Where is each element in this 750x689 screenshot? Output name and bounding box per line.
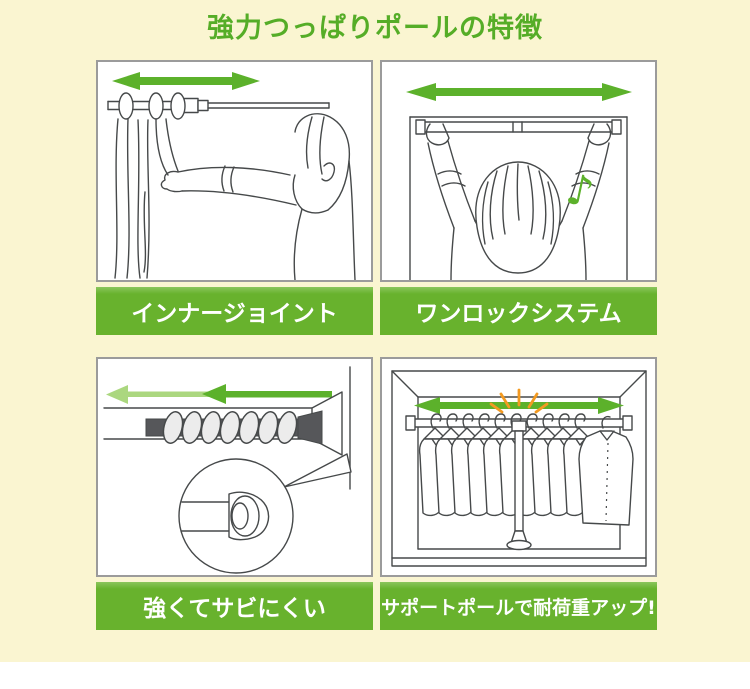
window-frame — [409, 116, 628, 280]
one-lock-illustration: ♪ — [406, 83, 632, 280]
panel-support-pole: サポートポールで耐荷重アップ! — [380, 357, 657, 630]
inner-joint-illustration — [107, 72, 356, 280]
spring-mechanism — [145, 410, 323, 445]
detail-magnifier-circle — [178, 458, 294, 574]
extension-arrow-icon — [112, 72, 260, 90]
panel-one-lock: ♪ ワンロックシステム — [380, 60, 657, 335]
support-pole-figure — [380, 357, 657, 577]
rust-proof-figure — [96, 357, 373, 577]
page-title: 強力つっぱりポールの特徴 — [207, 13, 543, 44]
compression-arrow-icon — [106, 384, 332, 404]
tension-pole — [415, 119, 622, 135]
pointer-wedge — [283, 453, 352, 488]
person-head — [292, 113, 356, 280]
feature-grid: インナージョイント — [96, 60, 657, 630]
support-pole — [506, 420, 532, 551]
inner-joint-figure — [96, 60, 373, 282]
rust-proof-illustration — [103, 366, 352, 574]
curtain-pole — [107, 97, 330, 114]
label-rust-proof: 強くてサビにくい — [96, 582, 373, 630]
hanging-shirts — [418, 413, 634, 526]
label-support-pole-text: サポートポールで耐荷重アップ! — [381, 596, 656, 619]
label-rust-proof-text: 強くてサビにくい — [143, 596, 326, 622]
support-pole-illustration — [391, 370, 647, 567]
panel-rust-proof: 強くてサビにくい — [96, 357, 373, 630]
panel-inner-joint: インナージョイント — [96, 60, 373, 335]
sparkle-icon — [489, 388, 549, 414]
label-inner-joint: インナージョイント — [96, 287, 373, 335]
label-support-pole: サポートポールで耐荷重アップ! — [380, 582, 657, 630]
person-installing — [425, 123, 612, 280]
curtain — [114, 118, 179, 279]
label-one-lock: ワンロックシステム — [380, 287, 657, 335]
label-one-lock-text: ワンロックシステム — [415, 301, 622, 327]
music-note-icon: ♪ — [562, 164, 598, 218]
extension-arrow-icon — [406, 83, 632, 101]
curtain-rings — [118, 92, 186, 120]
label-inner-joint-text: インナージョイント — [131, 301, 338, 327]
person-arm — [160, 165, 297, 206]
front-facing-shirt — [578, 415, 634, 526]
one-lock-figure: ♪ — [380, 60, 657, 282]
